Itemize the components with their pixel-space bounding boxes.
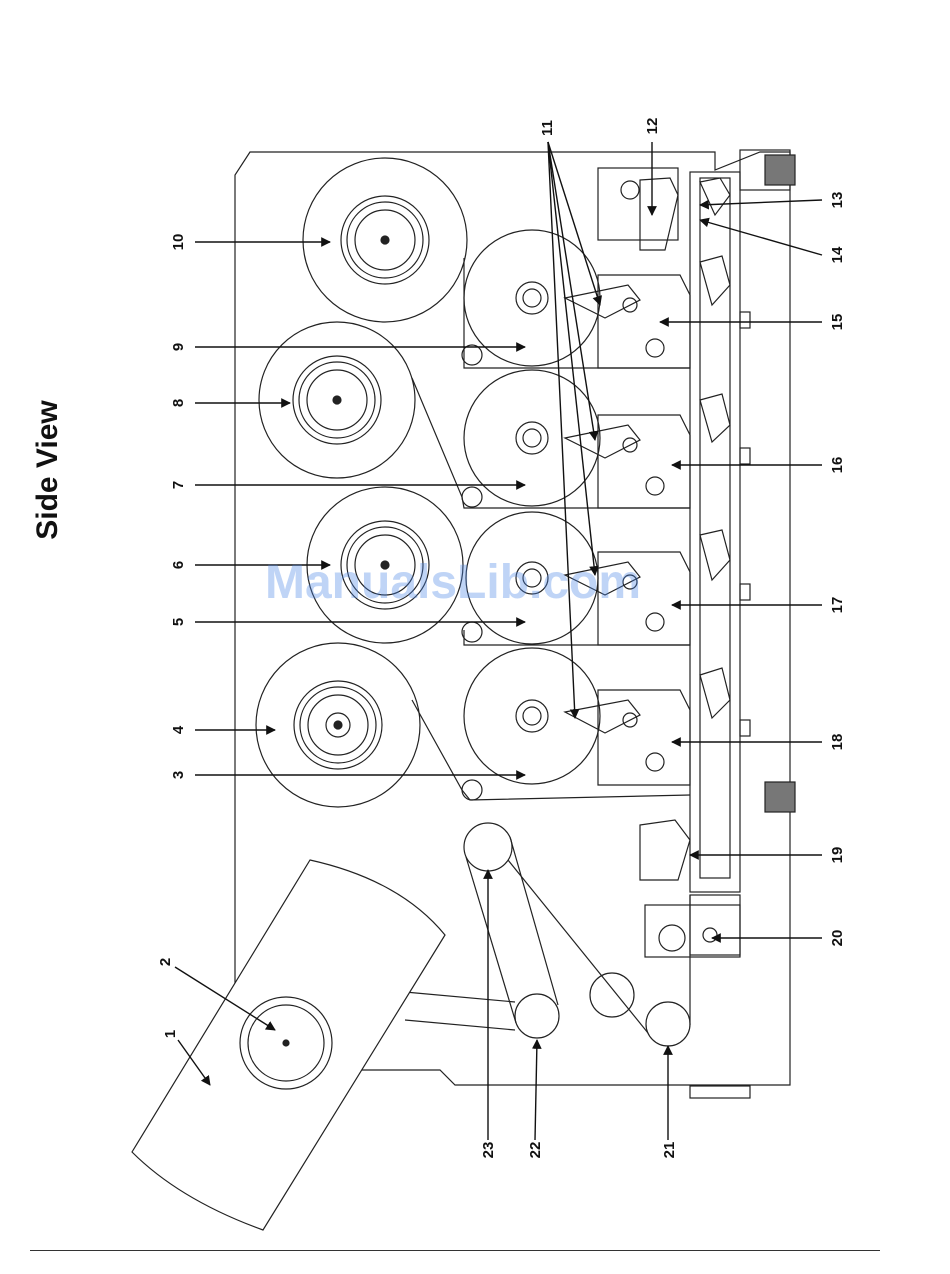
callout-9: 9 bbox=[170, 343, 187, 351]
callout-18: 18 bbox=[829, 734, 846, 751]
callout-15: 15 bbox=[829, 314, 846, 331]
watermark: ManualsLib.com bbox=[265, 555, 641, 610]
callout-8: 8 bbox=[170, 399, 187, 407]
callout-22: 22 bbox=[527, 1142, 544, 1159]
callout-12: 12 bbox=[644, 118, 661, 135]
callout-3: 3 bbox=[170, 771, 187, 779]
callout-14: 14 bbox=[829, 246, 846, 263]
callout-20: 20 bbox=[829, 930, 846, 947]
callout-5: 5 bbox=[170, 618, 187, 626]
callout-11: 11 bbox=[539, 120, 556, 136]
footer-rule bbox=[30, 1250, 880, 1251]
callout-21: 21 bbox=[661, 1142, 678, 1159]
callout-17: 17 bbox=[829, 597, 846, 614]
lower-rollers bbox=[405, 823, 690, 1046]
supply-rolls bbox=[256, 158, 467, 807]
callout-13: 13 bbox=[829, 192, 846, 209]
callout-10: 10 bbox=[170, 234, 187, 251]
callout-19: 19 bbox=[829, 847, 846, 864]
callout-1: 1 bbox=[162, 1030, 179, 1038]
unwind-arm bbox=[132, 860, 445, 1230]
callout-2: 2 bbox=[157, 958, 174, 966]
callout-7: 7 bbox=[170, 481, 187, 489]
callout-4: 4 bbox=[170, 725, 187, 734]
callout-6: 6 bbox=[170, 561, 187, 569]
rewind-rolls bbox=[412, 230, 690, 800]
callout-16: 16 bbox=[829, 457, 846, 474]
callout-23: 23 bbox=[480, 1142, 497, 1159]
